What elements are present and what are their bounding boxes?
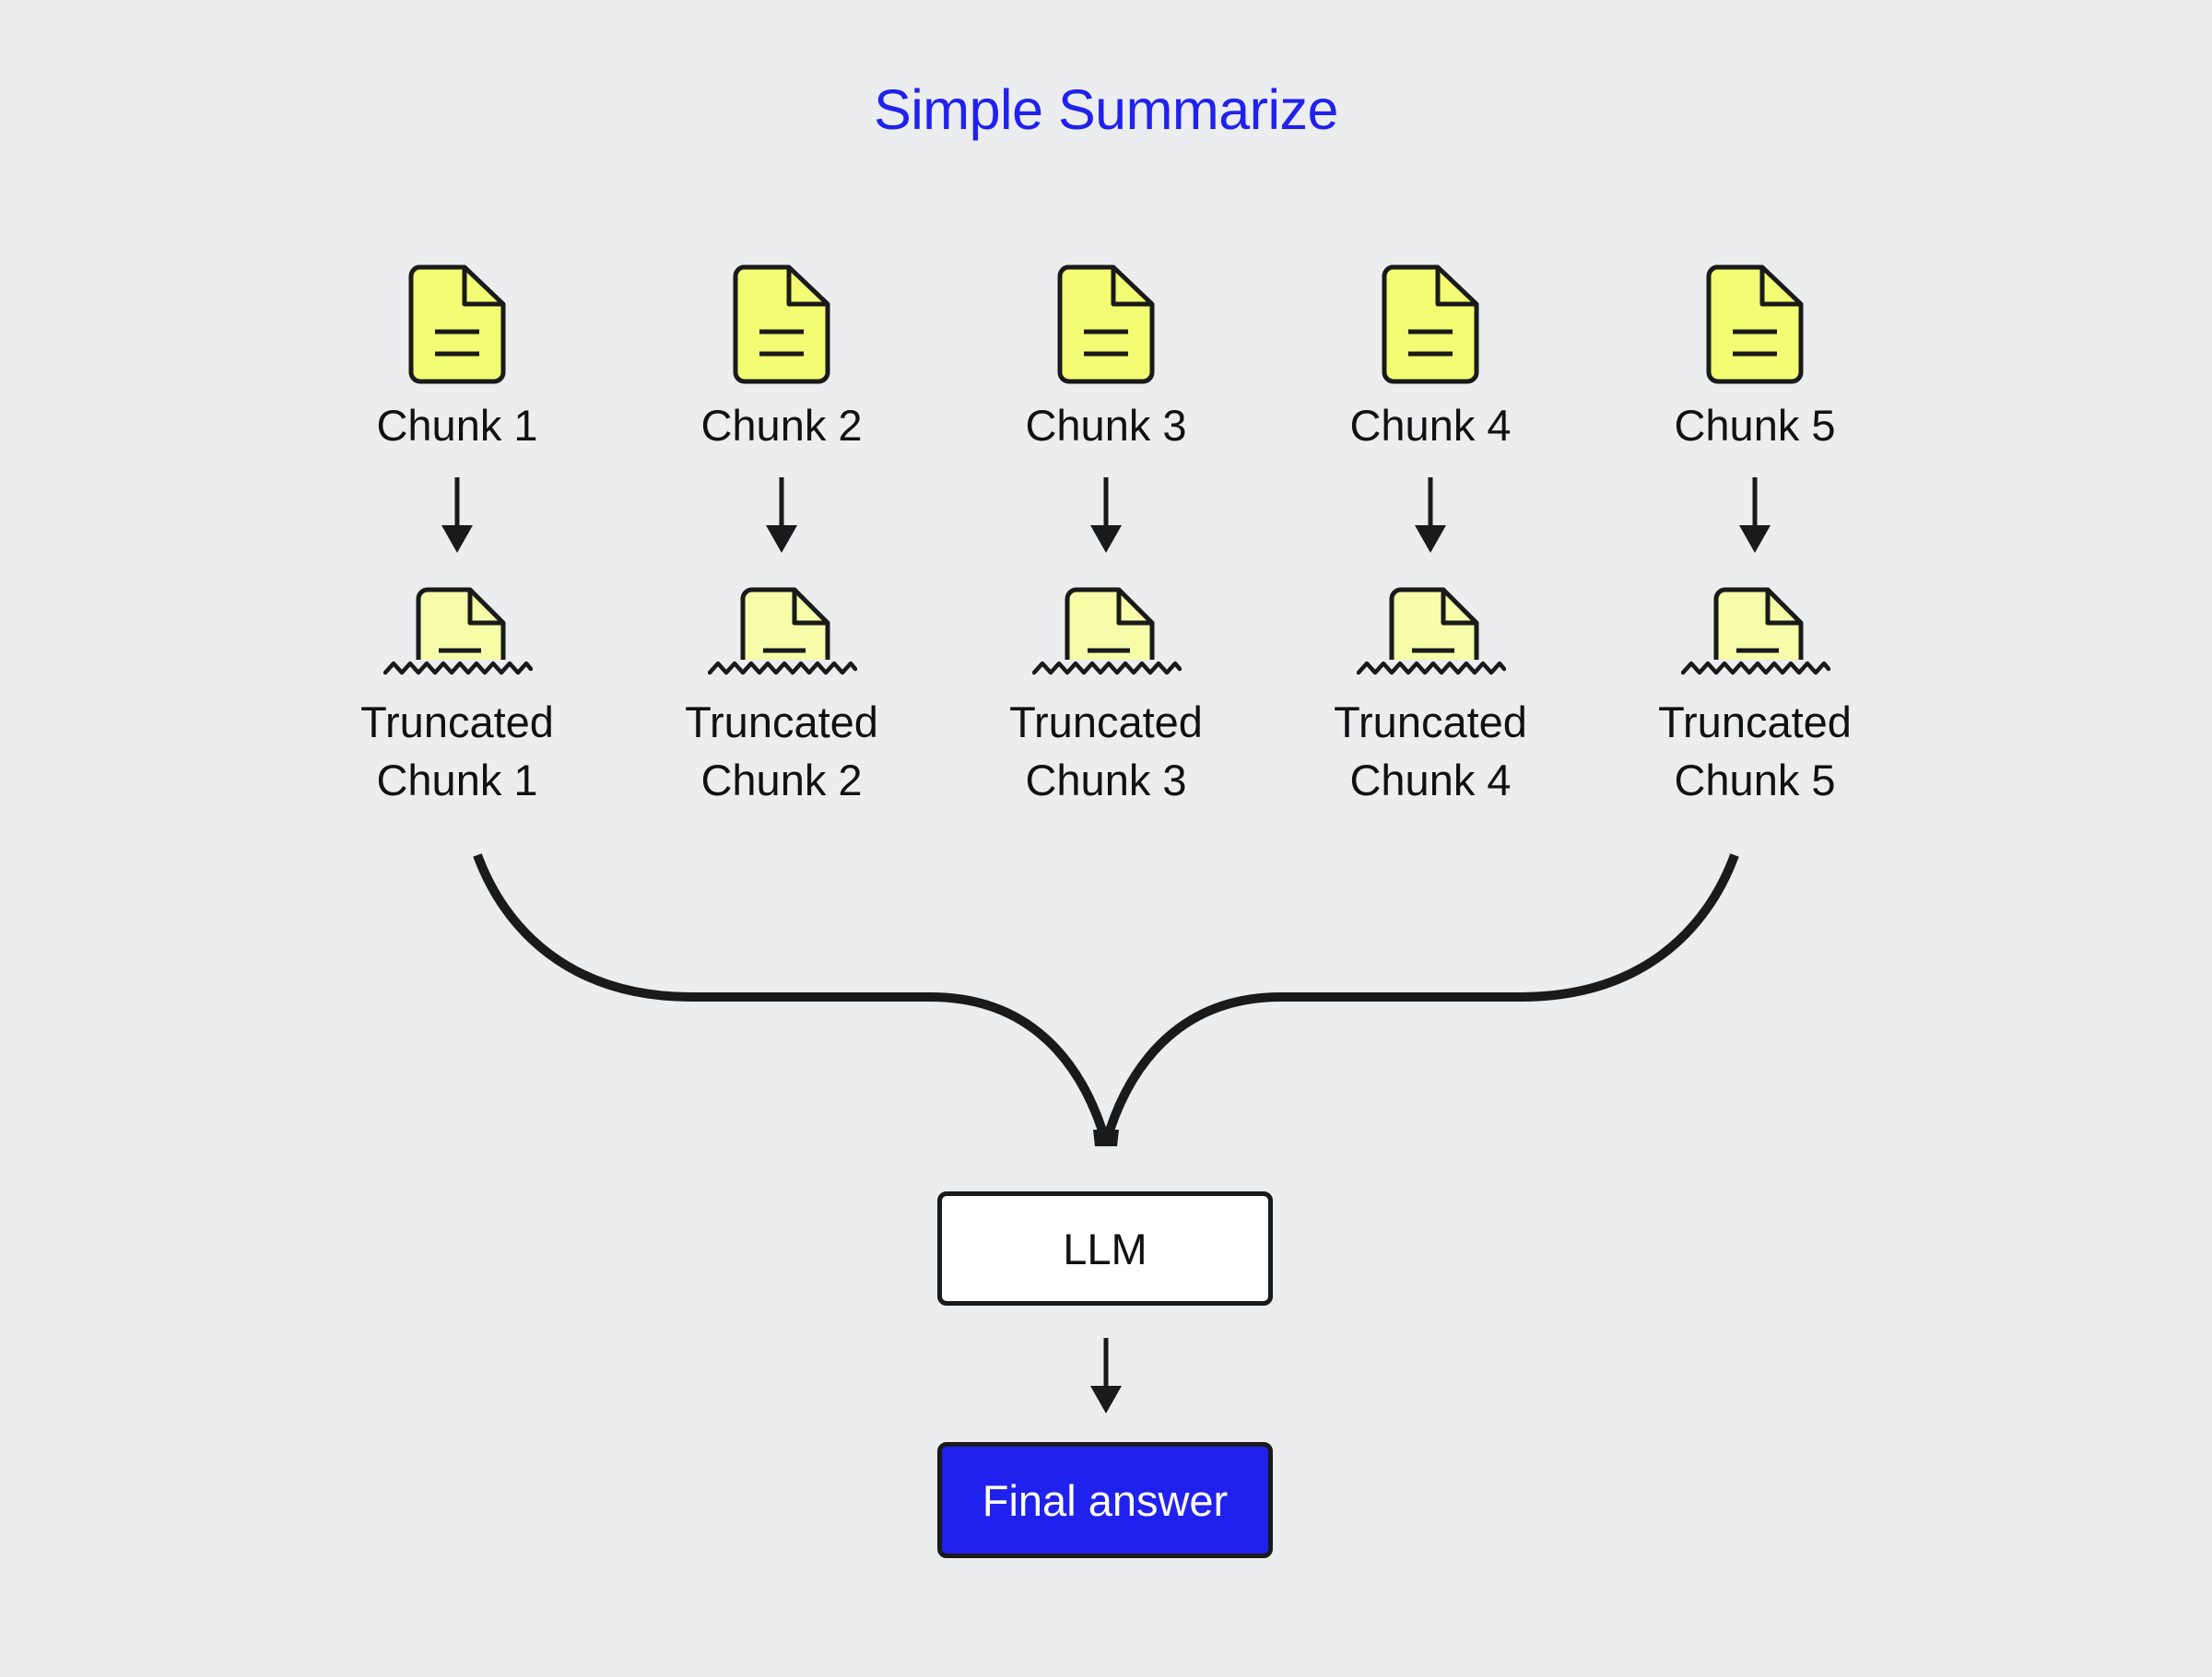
final-answer-label: Final answer: [982, 1475, 1229, 1525]
truncated-label-line-1: Truncated: [1334, 698, 1527, 746]
chunk-label: Chunk 2: [700, 401, 863, 450]
document-icon: [733, 264, 830, 384]
truncated-label-line-2: Chunk 2: [700, 756, 863, 804]
truncated-label-line-1: Truncated: [360, 698, 554, 746]
truncated-label-line-2: Chunk 3: [1025, 756, 1187, 804]
truncated-document-icon: [1032, 587, 1182, 682]
truncated-document-icon: [708, 587, 857, 682]
arrow-down-icon: [441, 477, 473, 553]
arrow-down-icon: [1090, 1338, 1122, 1413]
document-icon: [1057, 264, 1155, 384]
truncated-label-line-1: Truncated: [1658, 698, 1852, 746]
truncated-label: Truncated Chunk 1: [295, 693, 619, 809]
arrow-down-icon: [1739, 477, 1771, 553]
truncated-label: Truncated Chunk 4: [1268, 693, 1593, 809]
chunk-label: Chunk 3: [1025, 401, 1187, 450]
chunk-column-1: Chunk 1 Truncated Chunk 1: [295, 0, 619, 829]
truncated-label-line-2: Chunk 5: [1674, 756, 1836, 804]
document-icon: [1706, 264, 1804, 384]
chunk-column-4: Chunk 4 Truncated Chunk 4: [1268, 0, 1593, 829]
chunk-label: Chunk 5: [1674, 401, 1836, 450]
document-icon: [408, 264, 506, 384]
truncated-label: Truncated Chunk 5: [1593, 693, 1917, 809]
truncated-label: Truncated Chunk 3: [944, 693, 1268, 809]
arrow-down-icon: [766, 477, 797, 553]
chunk-column-2: Chunk 2 Truncated Chunk 2: [619, 0, 944, 829]
chunk-label: Chunk 1: [376, 401, 538, 450]
truncated-document-icon: [1357, 587, 1506, 682]
truncated-label-line-1: Truncated: [685, 698, 878, 746]
arrow-down-icon: [1415, 477, 1446, 553]
final-answer-box: Final answer: [937, 1442, 1273, 1558]
truncated-document-icon: [383, 587, 533, 682]
truncated-label: Truncated Chunk 2: [619, 693, 944, 809]
chunk-label: Chunk 4: [1349, 401, 1512, 450]
llm-box: LLM: [937, 1191, 1273, 1306]
chunk-column-3: Chunk 3 Truncated Chunk 3: [944, 0, 1268, 829]
chunk-column-5: Chunk 5 Truncated Chunk 5: [1593, 0, 1917, 829]
truncated-label-line-1: Truncated: [1009, 698, 1203, 746]
truncated-document-icon: [1681, 587, 1830, 682]
arrow-down-icon: [1090, 477, 1122, 553]
document-icon: [1382, 264, 1479, 384]
diagram-title: Simple Summarize: [874, 78, 1338, 141]
truncated-label-line-2: Chunk 4: [1349, 756, 1512, 804]
llm-label: LLM: [1063, 1224, 1147, 1273]
truncated-label-line-2: Chunk 1: [376, 756, 538, 804]
